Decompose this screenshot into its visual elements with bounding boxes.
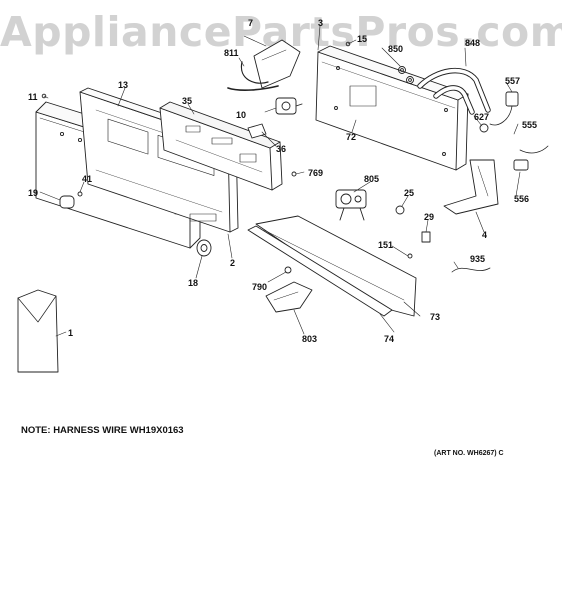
callout-555: 555: [522, 120, 538, 130]
callout-2: 2: [230, 258, 236, 268]
callout-769: 769: [308, 168, 324, 178]
dispenser-803: [265, 281, 313, 313]
washers-850: [398, 66, 414, 84]
callout-35: 35: [182, 96, 193, 106]
callout-15: 15: [357, 34, 368, 44]
callout-36: 36: [276, 144, 287, 154]
part-29: [421, 231, 431, 243]
wire-loop: [227, 85, 279, 91]
callout-1: 1: [68, 328, 74, 338]
valve-805: [335, 189, 367, 221]
knob-18: [196, 239, 212, 257]
part-25: [395, 205, 405, 215]
connector-36: [247, 123, 267, 139]
wire-935: [451, 267, 491, 273]
art-number: (ART NO. WH6267) C: [434, 450, 504, 457]
callout-13: 13: [118, 80, 129, 90]
harness-note: NOTE: HARNESS WIRE WH19X0163: [21, 425, 184, 436]
callout-556: 556: [514, 194, 530, 204]
bracket-4: [443, 159, 499, 215]
leader-lines: [39, 25, 521, 337]
back-panel-72: [315, 45, 469, 171]
literature-1: [17, 289, 59, 373]
rail-74: [247, 225, 393, 317]
connector-557: [505, 91, 519, 107]
control-board-35: [159, 101, 283, 191]
callout-29: 29: [424, 212, 435, 222]
callout-935: 935: [470, 254, 486, 264]
plug-556: [513, 159, 529, 171]
callout-11: 11: [28, 92, 38, 102]
callout-19: 19: [28, 188, 39, 198]
callout-7: 7: [248, 18, 254, 28]
callout-10: 10: [236, 110, 247, 120]
callout-41: 41: [82, 174, 93, 184]
callout-627: 627: [474, 112, 490, 122]
callout-74: 74: [384, 334, 395, 344]
callout-848: 848: [465, 38, 481, 48]
callout-72: 72: [346, 132, 357, 142]
callout-850: 850: [388, 44, 404, 54]
screw-15: [345, 41, 351, 47]
callout-18: 18: [188, 278, 199, 288]
callout-73: 73: [430, 312, 441, 322]
callout-151: 151: [378, 240, 394, 250]
callout-557: 557: [505, 76, 521, 86]
clip-790: [284, 266, 292, 274]
callout-25: 25: [404, 188, 415, 198]
wire-811: [240, 61, 269, 84]
knob-19: [59, 195, 75, 209]
bracket-7: [253, 39, 301, 89]
screw-11: [41, 93, 47, 99]
screw-769: [291, 171, 297, 177]
callout-4: 4: [482, 230, 488, 240]
pressure-switch-10: [275, 97, 303, 115]
callout-803: 803: [302, 334, 318, 344]
screw-151: [407, 253, 413, 259]
callout-790: 790: [252, 282, 268, 292]
cord-555: [489, 105, 549, 154]
callout-3: 3: [318, 18, 324, 28]
callout-805: 805: [364, 174, 380, 184]
callout-811: 811: [224, 48, 239, 58]
hoses-848: [417, 67, 491, 115]
